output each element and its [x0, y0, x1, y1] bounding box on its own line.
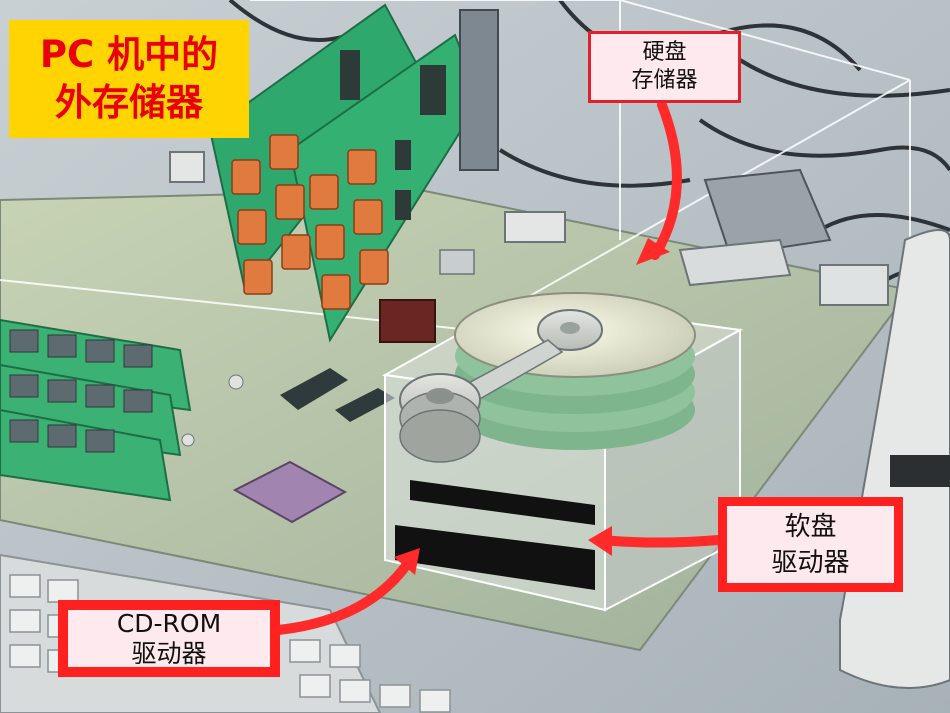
title-line-1: PC 机中的 [39, 33, 219, 76]
expansion-cards [208, 3, 482, 343]
connectors [169, 9, 889, 306]
hard-disk-label-line-2: 存储器 [631, 68, 698, 93]
hard-disk-platters [399, 292, 696, 463]
floppy-drive-label: 软盘 驱动器 [718, 497, 903, 592]
arrow-to-cdrom [273, 555, 415, 635]
arrow-to-floppy [595, 535, 723, 548]
floppy-drive-slot [410, 480, 595, 525]
arrow-to-hard-disk [650, 100, 682, 260]
cdrom-label-line-1: CD-ROM [116, 608, 222, 638]
floppy-label-line-2: 驱动器 [771, 547, 850, 578]
hard-disk-label: 硬盘 存储器 [588, 31, 741, 103]
floppy-label-line-1: 软盘 [784, 511, 837, 542]
arrowheads [394, 238, 670, 575]
cdrom-drive-slot [395, 525, 595, 590]
title-line-2: 外存储器 [55, 81, 203, 124]
pointer-arrows [273, 100, 723, 635]
cdrom-label-line-2: 驱动器 [131, 638, 207, 668]
ram-modules [0, 318, 192, 502]
hard-disk-label-line-1: 硬盘 [642, 40, 687, 65]
title-banner: PC 机中的 外存储器 [9, 20, 249, 138]
board-chips [181, 249, 475, 524]
cdrom-drive-label: CD-ROM 驱动器 [58, 600, 280, 677]
